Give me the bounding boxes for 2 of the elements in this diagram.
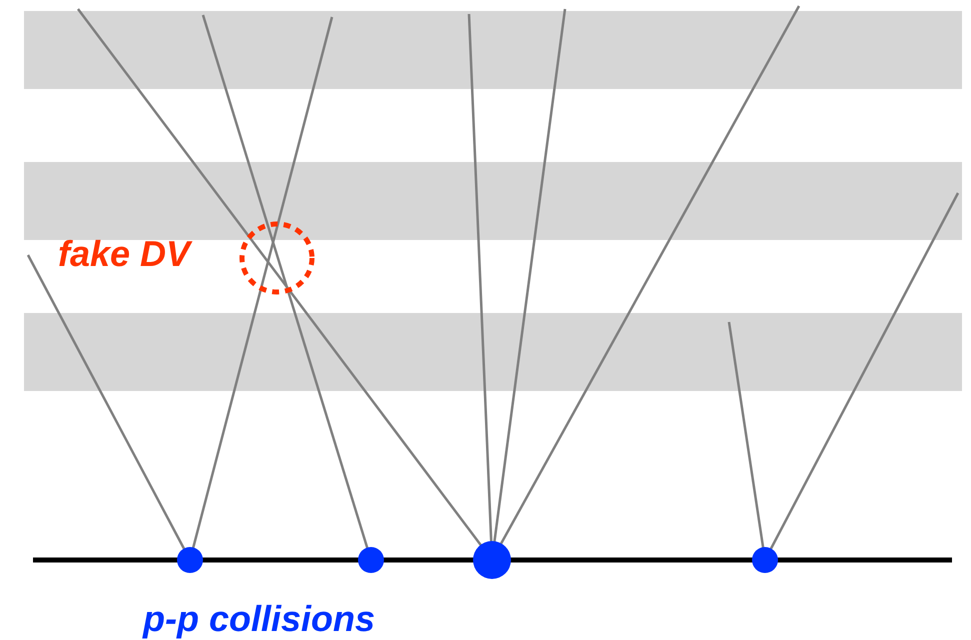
annotation-label: fake DV <box>58 236 190 272</box>
caption-label: p-p collisions <box>143 601 376 637</box>
